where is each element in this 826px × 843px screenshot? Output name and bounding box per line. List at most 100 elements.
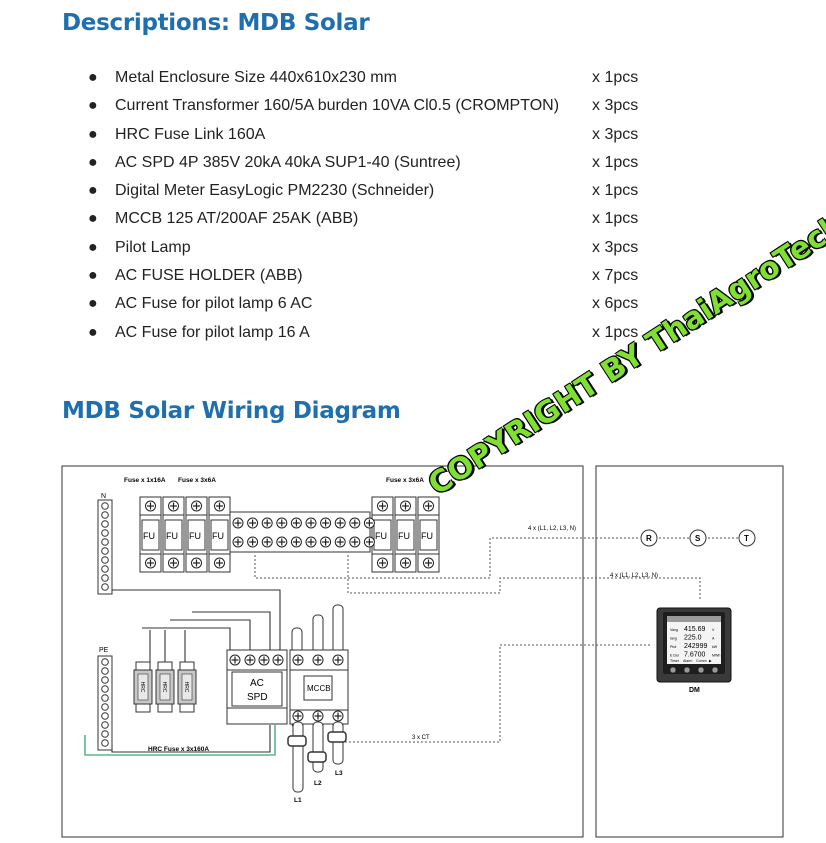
bar-hole: [101, 739, 109, 747]
wire-top-label: 4 x (L1, L2, L3, N): [528, 526, 576, 532]
hrc-fuse: HRC: [155, 661, 175, 713]
screw: [290, 517, 302, 529]
main-panel: [61, 465, 584, 838]
bar-hole: [101, 703, 109, 711]
bar-hole: [101, 574, 109, 582]
screw: [290, 536, 302, 548]
fuse-16a-label: Fuse x 1x16A: [124, 477, 166, 484]
bar-hole: [101, 547, 109, 555]
hrc-text: HRC: [161, 682, 167, 693]
terminal-block: [229, 511, 375, 553]
fuse-label: FU: [143, 531, 155, 541]
screw: [363, 536, 375, 548]
hrc-fuse: HRC: [133, 661, 153, 713]
meter-row-unit: A: [712, 637, 715, 641]
hrc-fuse-label: HRC Fuse x 3x160A: [148, 746, 209, 753]
fuse-label: FU: [398, 531, 410, 541]
meter-row-value: 415.69: [684, 626, 706, 633]
screw: [349, 536, 361, 548]
screw: [334, 536, 346, 548]
item-name: AC FUSE HOLDER (ABB): [115, 267, 303, 285]
fuse-6a-left-label: Fuse x 3x6A: [178, 477, 216, 484]
list-bullet: ●: [88, 153, 98, 171]
screw: [305, 536, 317, 548]
item-qty: x 3pcs: [592, 238, 639, 256]
hrc-text: HRC: [139, 682, 145, 693]
meter-button: [683, 666, 691, 674]
list-bullet: ●: [88, 97, 98, 115]
page-title: Descriptions: MDB Solar: [62, 10, 370, 36]
screw: [422, 500, 435, 512]
ac-spd: AC SPD: [226, 649, 288, 725]
list-bullet: ●: [88, 210, 98, 228]
lamp-s: S: [695, 534, 701, 543]
list-item: ● AC FUSE HOLDER (ABB) x 7pcs: [88, 264, 688, 292]
meter-softkey: Comm: [696, 659, 707, 663]
diagram-title: MDB Solar Wiring Diagram: [62, 398, 401, 424]
l1-label: L1: [294, 797, 302, 804]
fuse-holder: FU: [371, 496, 394, 573]
list-bullet: ●: [88, 295, 98, 313]
list-bullet: ●: [88, 267, 98, 285]
screw: [363, 517, 375, 529]
screw: [399, 557, 412, 569]
screw: [232, 517, 244, 529]
lamp-r: R: [646, 534, 652, 543]
screw: [276, 517, 288, 529]
bar-hole: [101, 667, 109, 675]
list-bullet: ●: [88, 69, 98, 86]
meter-row-value: 225.0: [684, 635, 702, 642]
screw: [247, 517, 259, 529]
l2-label: L2: [314, 780, 322, 787]
item-qty: x 3pcs: [592, 125, 639, 143]
fuse-holder: FU: [417, 496, 440, 573]
list-item: ●AC SPD 4P 385V 20kA 40kA SUP1-40 (Suntr…: [88, 151, 688, 179]
fuse-6a-right-label: Fuse x 3x6A: [386, 477, 424, 484]
fuse-label: FU: [421, 531, 433, 541]
item-qty: x 7pcs: [592, 267, 639, 285]
item-name: Pilot Lamp: [115, 238, 191, 256]
meter-row-label: E Del: [670, 654, 679, 658]
fuse-label: FU: [189, 531, 201, 541]
screw: [190, 557, 203, 569]
item-name: Digital Meter EasyLogic PM2230 (Schneide…: [115, 182, 435, 200]
mccb-label: MCCB: [307, 684, 331, 693]
neutral-bar-label: N: [101, 493, 106, 500]
bar-hole: [101, 529, 109, 537]
bar-hole: [101, 565, 109, 573]
fuse-label: FU: [166, 531, 178, 541]
list-item: ●MCCB 125 AT/200AF 25AK (ABB)x 1pcs: [88, 207, 688, 235]
earth-bar-label: PE: [99, 647, 109, 654]
screw: [261, 536, 273, 548]
item-name: HRC Fuse Link 160A: [115, 125, 266, 143]
list-item: ● Current Transformer 160/5A burden 10VA …: [88, 94, 688, 122]
screw: [167, 500, 180, 512]
earth-bar-holes: [101, 658, 109, 747]
lamp-t: T: [744, 534, 749, 543]
screw: [320, 536, 332, 548]
meter-row-unit: V: [712, 628, 715, 632]
neutral-bar-holes: [101, 502, 109, 591]
bar-hole: [101, 658, 109, 666]
item-name: Current Transformer 160/5A burden 10VA C…: [115, 97, 560, 115]
output-cables: [287, 721, 347, 793]
item-qty: x 1pcs: [592, 153, 639, 171]
bar-hole: [101, 712, 109, 720]
screw: [349, 517, 361, 529]
screw: [399, 500, 412, 512]
item-name: MCCB 125 AT/200AF 25AK (ABB): [115, 210, 359, 228]
item-name: AC Fuse for pilot lamp 6 AC: [115, 295, 313, 313]
meter-row-label: Vavg: [670, 628, 678, 632]
spd-line2: SPD: [247, 692, 268, 703]
meter-button: [697, 666, 705, 674]
meter-row-unit: MWh: [712, 654, 720, 658]
meter-row-unit: kW: [712, 645, 718, 649]
